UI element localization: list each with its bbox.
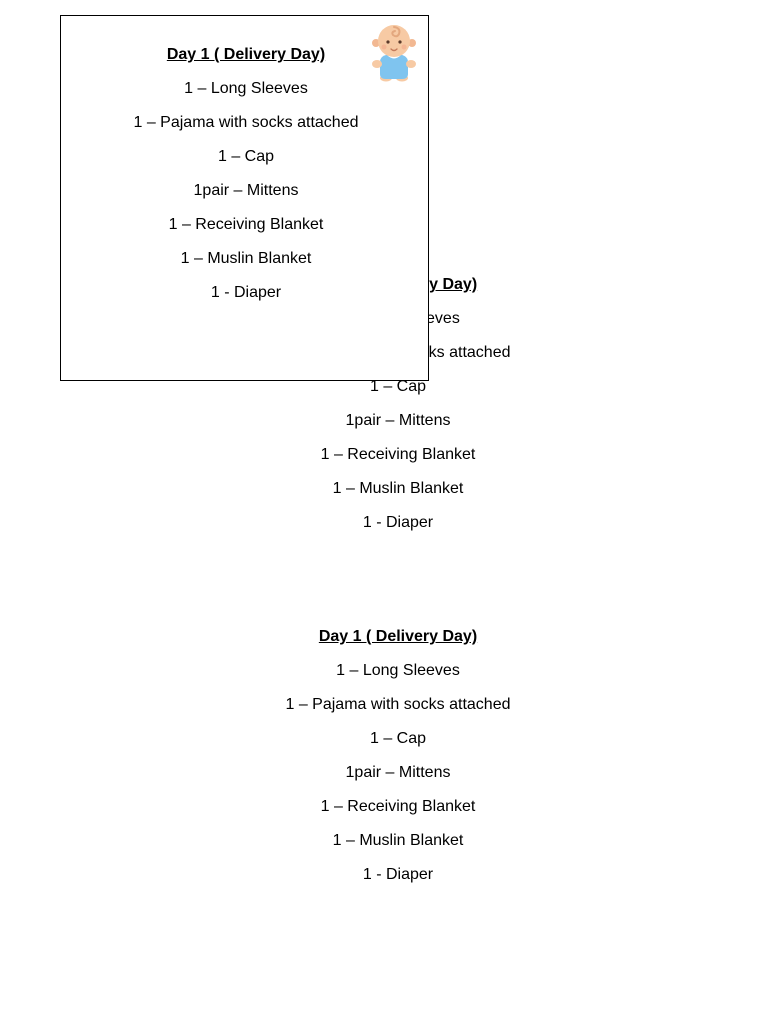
list-item: 1 – Long Sleeves bbox=[336, 662, 460, 679]
list-item: 1 – Receiving Blanket bbox=[320, 798, 476, 815]
list-item: 1 – Receiving Blanket bbox=[320, 446, 476, 463]
list-item: 1 - Diaper bbox=[210, 284, 282, 301]
list-item: 1 – Muslin Blanket bbox=[332, 832, 464, 849]
list-item: 1 – Receiving Blanket bbox=[168, 216, 324, 233]
list-item: 1 – Cap bbox=[369, 378, 427, 395]
list-item: 1 – Cap bbox=[217, 148, 275, 165]
packing-list: Day 1 ( Delivery Day) 1 – Long Sleeves 1… bbox=[96, 38, 396, 310]
list-item: 1 - Diaper bbox=[362, 866, 434, 883]
list-item: 1pair – Mittens bbox=[193, 182, 299, 199]
list-item: 1 - Diaper bbox=[362, 514, 434, 531]
list-title: Day 1 ( Delivery Day) bbox=[318, 628, 478, 645]
list-item: 1pair – Mittens bbox=[345, 412, 451, 429]
baby-icon bbox=[372, 25, 416, 82]
list-item: 1pair – Mittens bbox=[345, 764, 451, 781]
list-item: 1 – Pajama with socks attached bbox=[285, 696, 511, 713]
list-item: 1 – Muslin Blanket bbox=[332, 480, 464, 497]
list-title: Day 1 ( Delivery Day) bbox=[166, 46, 326, 63]
list-item: 1 – Muslin Blanket bbox=[180, 250, 312, 267]
list-item: 1 – Cap bbox=[369, 730, 427, 747]
list-item: 1 – Long Sleeves bbox=[184, 80, 308, 97]
packing-list-bottom: Day 1 ( Delivery Day) 1 – Long Sleeves 1… bbox=[248, 620, 548, 892]
packing-list-card: Day 1 ( Delivery Day) 1 – Long Sleeves 1… bbox=[60, 15, 429, 381]
list-item: 1 – Pajama with socks attached bbox=[133, 114, 359, 131]
